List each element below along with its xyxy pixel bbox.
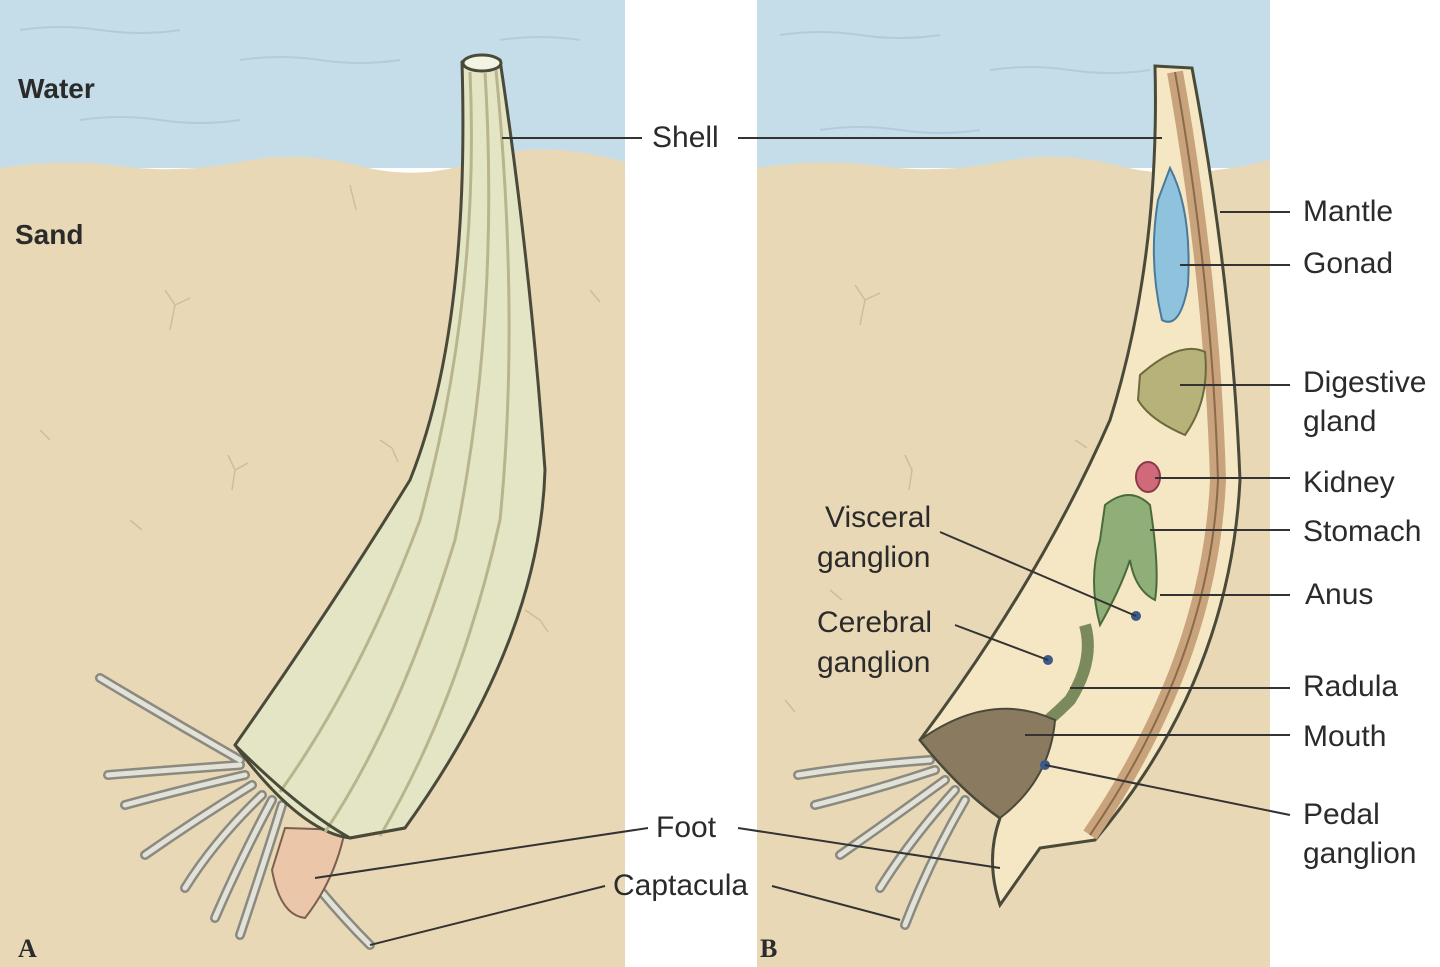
- water-ripples: [19, 26, 581, 124]
- visceral-ganglion-label-line1: Visceral: [825, 501, 932, 534]
- sand-texture: [39, 184, 601, 633]
- captacula-leader-b: [771, 885, 901, 921]
- kidney-label: Kidney: [1303, 466, 1395, 499]
- cerebral-ganglion-leader: [954, 624, 1049, 661]
- digestive-gland-organ: [1136, 347, 1207, 437]
- foot-label: Foot: [656, 811, 717, 844]
- pedal-ganglion-label-line1: Pedal: [1303, 798, 1380, 831]
- pedal-ganglion-leader: [1044, 764, 1291, 816]
- digestive-gland-label-line2: gland: [1303, 405, 1377, 438]
- captacula-tentacles-a-inner: [97, 675, 373, 948]
- captacula-leader-a: [369, 885, 606, 946]
- digestive-gland-label-line1: Digestive: [1303, 366, 1427, 399]
- stomach-organ: [1093, 494, 1158, 628]
- mantle-label: Mantle: [1303, 195, 1394, 228]
- shell-label: Shell: [652, 121, 719, 154]
- shell-opening-a: [461, 53, 503, 73]
- mouth-label: Mouth: [1303, 720, 1387, 753]
- sand-label: Sand: [15, 219, 84, 250]
- cerebral-ganglion-label-line1: Cerebral: [817, 606, 933, 639]
- water-region: [0, 0, 625, 168]
- stomach-label: Stomach: [1303, 515, 1422, 548]
- water-ripples-b: [779, 31, 1151, 134]
- sand-texture-b: [784, 284, 1088, 713]
- foot-leader-a: [314, 827, 649, 879]
- anus-label: Anus: [1305, 578, 1374, 611]
- panel-a-letter: A: [18, 934, 37, 963]
- visceral-ganglion-leader: [939, 531, 1137, 617]
- water-label: Water: [18, 73, 95, 104]
- shell-ridges-a: [278, 69, 511, 837]
- foot-a: [270, 826, 347, 920]
- panel-b-letter: B: [760, 934, 778, 963]
- leader-lines: [314, 137, 1291, 946]
- captacula-label: Captacula: [613, 869, 749, 902]
- cerebral-ganglion-label-line2: ganglion: [817, 646, 931, 679]
- mantle-edge-b: [1089, 71, 1220, 836]
- gonad-label: Gonad: [1303, 247, 1394, 280]
- foot-leader-b: [737, 827, 1001, 869]
- captacula-tentacles-b-inner: [795, 757, 968, 928]
- visceral-ganglion-label-line2: ganglion: [817, 541, 931, 574]
- radula-label: Radula: [1303, 670, 1399, 703]
- pedal-ganglion-label-line2: ganglion: [1303, 837, 1417, 870]
- shell-rim-a: [233, 743, 406, 840]
- gonad-organ: [1152, 165, 1190, 323]
